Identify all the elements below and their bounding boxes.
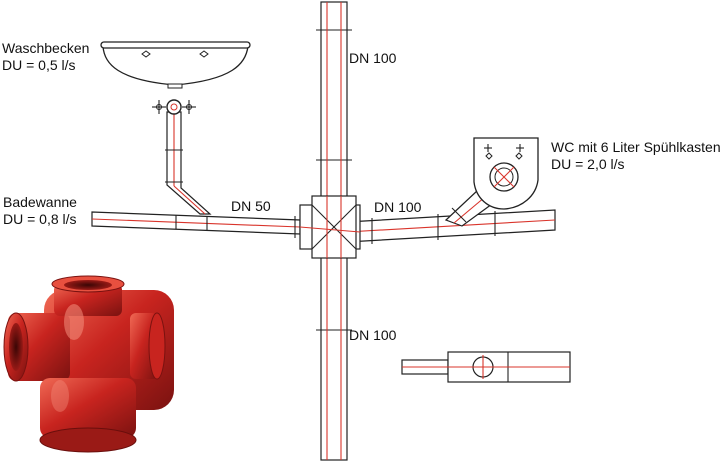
washbasin-name-label: Waschbecken (2, 40, 90, 56)
wc-du-label: DU = 2,0 l/s (551, 156, 625, 172)
pipe-plan-view (401, 351, 571, 383)
wc-name-label: WC mit 6 Liter Spühlkasten (551, 139, 721, 155)
washbasin-drain-pipe (165, 111, 212, 215)
dn-left-label: DN 50 (231, 198, 271, 214)
bathtub-name-label: Badewanne (3, 194, 77, 210)
washbasin-icon (100, 41, 251, 89)
dn-top-label: DN 100 (349, 50, 397, 66)
washbasin-trap (152, 99, 196, 115)
bathtub-du-label: DU = 0,8 l/s (3, 211, 77, 227)
cast-iron-cross-fitting-photo (3, 275, 174, 453)
right-branch-pipe (346, 209, 556, 244)
left-branch-pipe (91, 211, 301, 238)
wc-icon (473, 137, 539, 210)
dn-bottom-label: DN 100 (349, 327, 397, 343)
dn-right-label: DN 100 (374, 199, 422, 215)
cross-fitting (299, 195, 361, 259)
washbasin-du-label: DU = 0,5 l/s (2, 57, 76, 73)
